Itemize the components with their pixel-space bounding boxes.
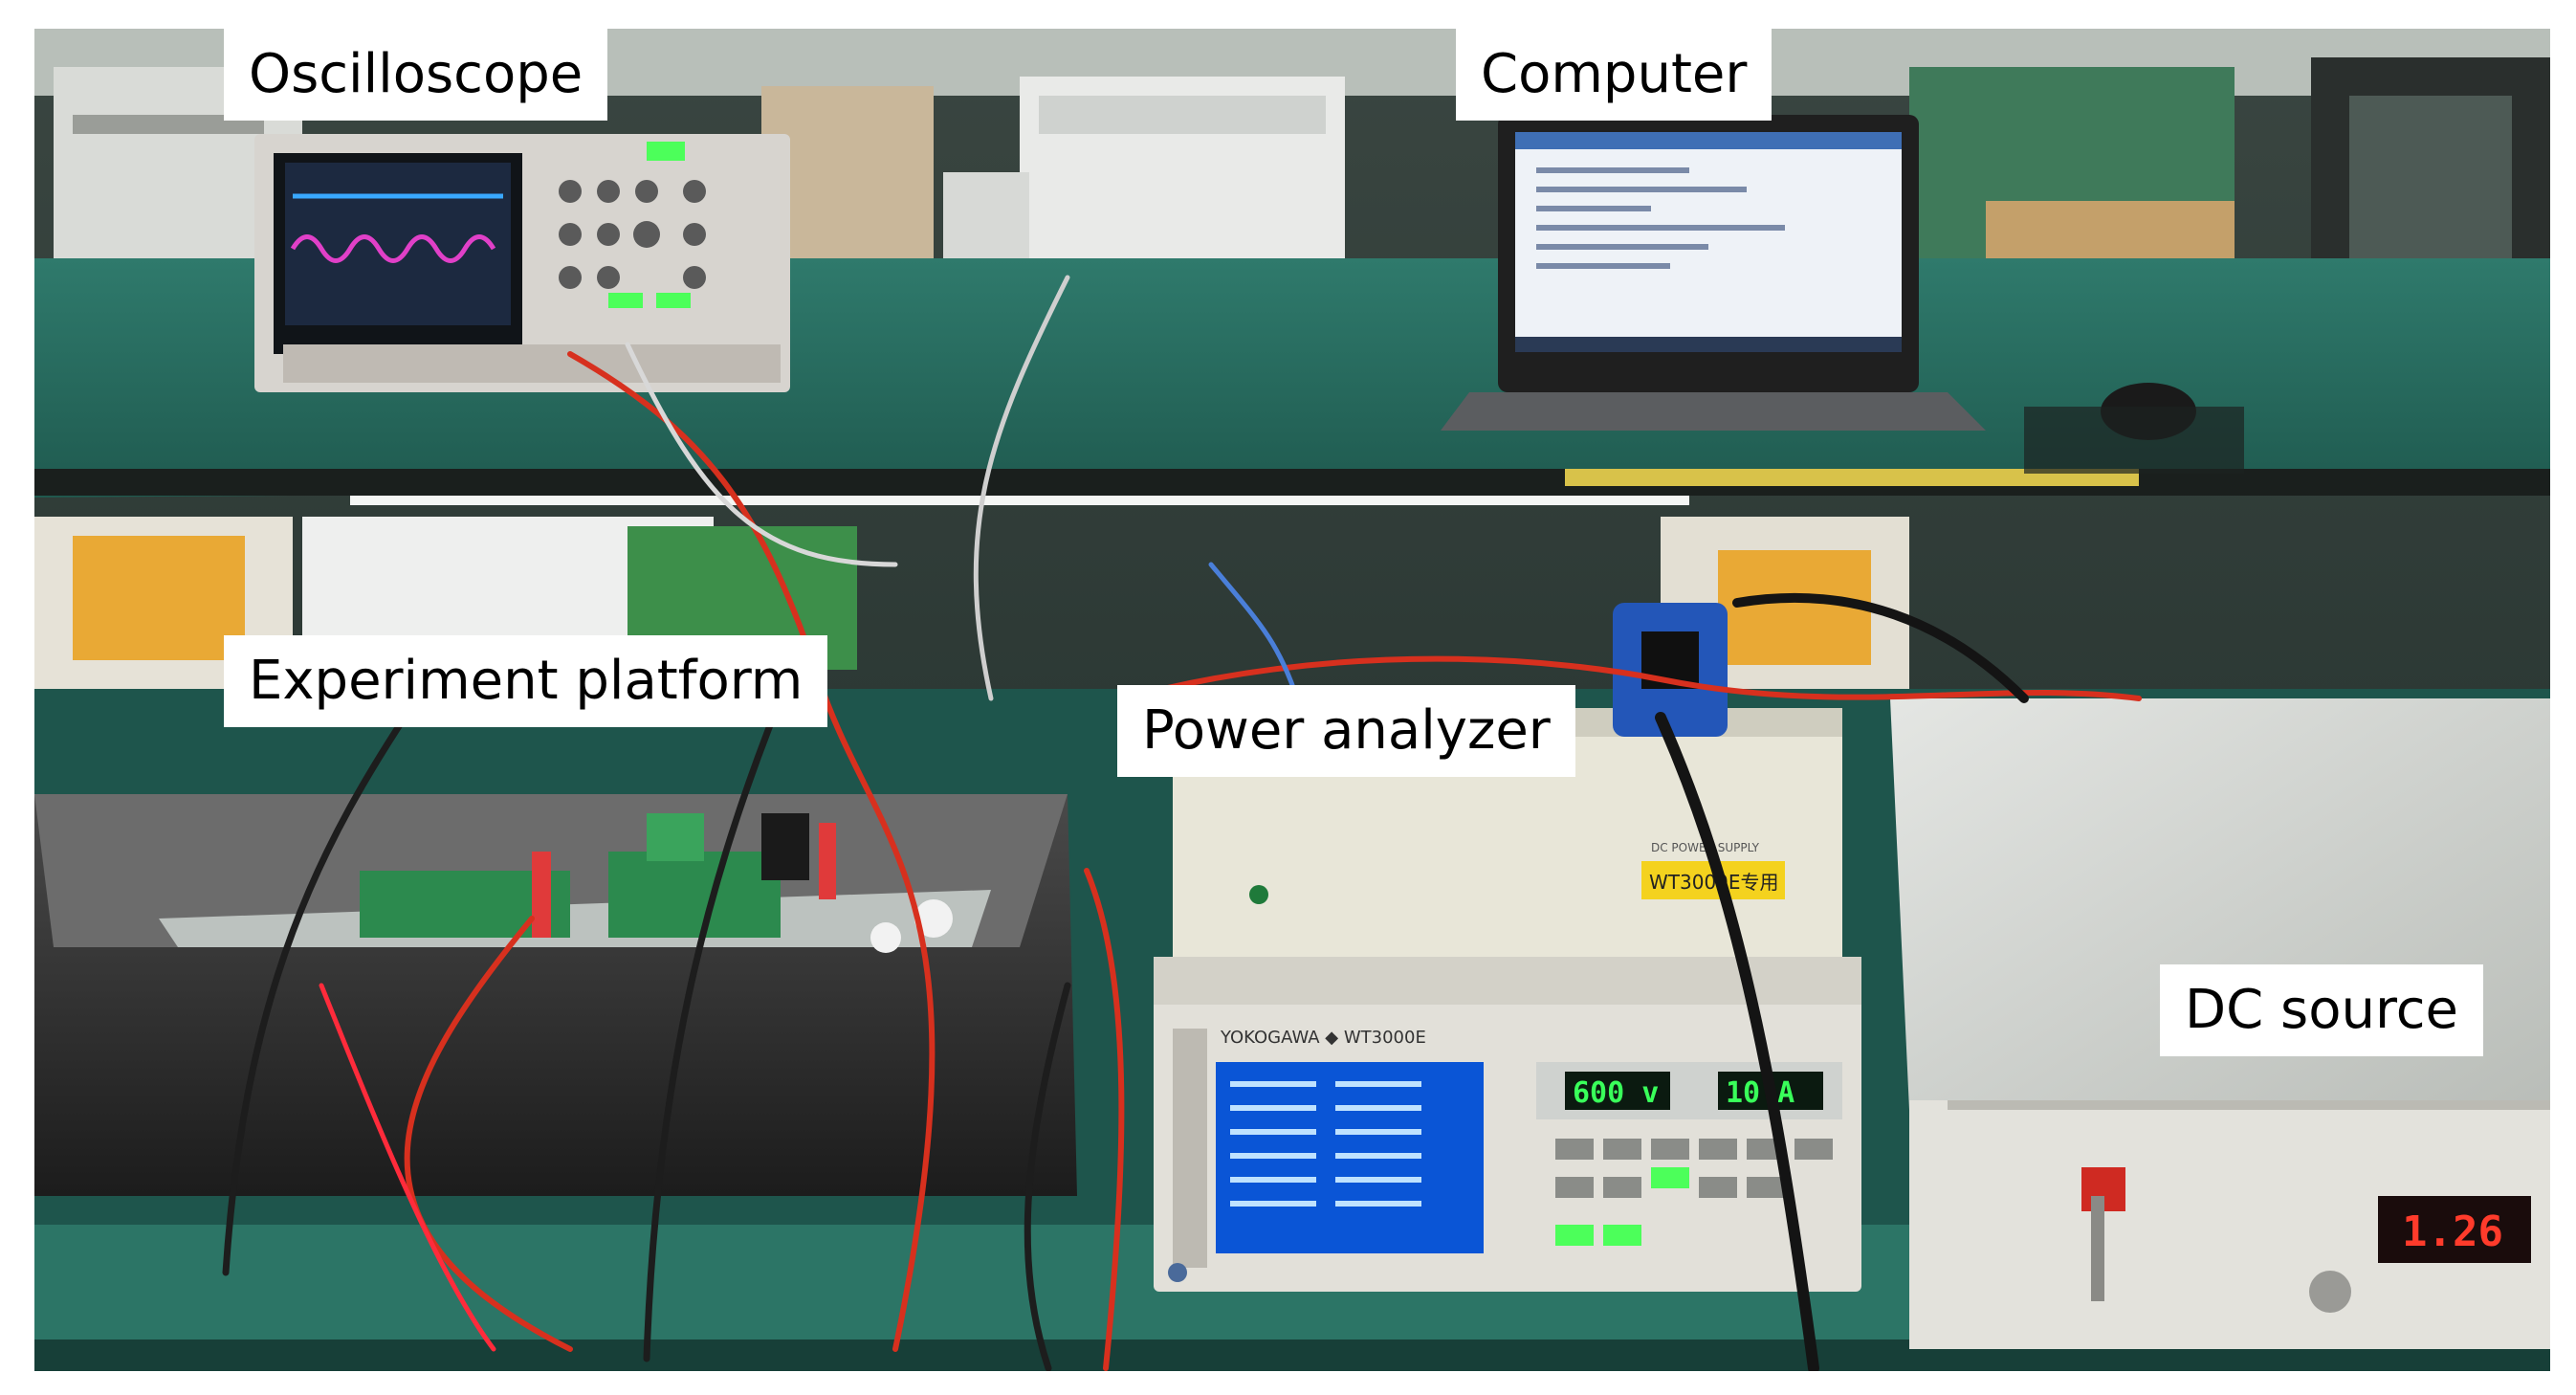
experiment-platform-device bbox=[34, 794, 1077, 1196]
analyzer-current-readout: 10 A bbox=[1726, 1076, 1794, 1110]
power-analyzer-device: 600 v 10 A YOKOGAWA ◆ WT3000E bbox=[1154, 957, 1861, 1292]
computer-label: Computer bbox=[1456, 29, 1772, 121]
dc-source-label: DC source bbox=[2160, 964, 2483, 1056]
power-analyzer-label: Power analyzer bbox=[1117, 685, 1575, 777]
dc-source-display-readout: 1.26 bbox=[2402, 1207, 2503, 1256]
experiment-platform-label: Experiment platform bbox=[224, 635, 828, 727]
computer-device bbox=[1441, 115, 2244, 474]
oscilloscope-label: Oscilloscope bbox=[224, 29, 608, 121]
analyzer-voltage-readout: 600 v bbox=[1573, 1076, 1659, 1110]
oscilloscope-device bbox=[254, 134, 790, 392]
analyzer-brand-text: YOKOGAWA ◆ WT3000E bbox=[1220, 1028, 1426, 1048]
